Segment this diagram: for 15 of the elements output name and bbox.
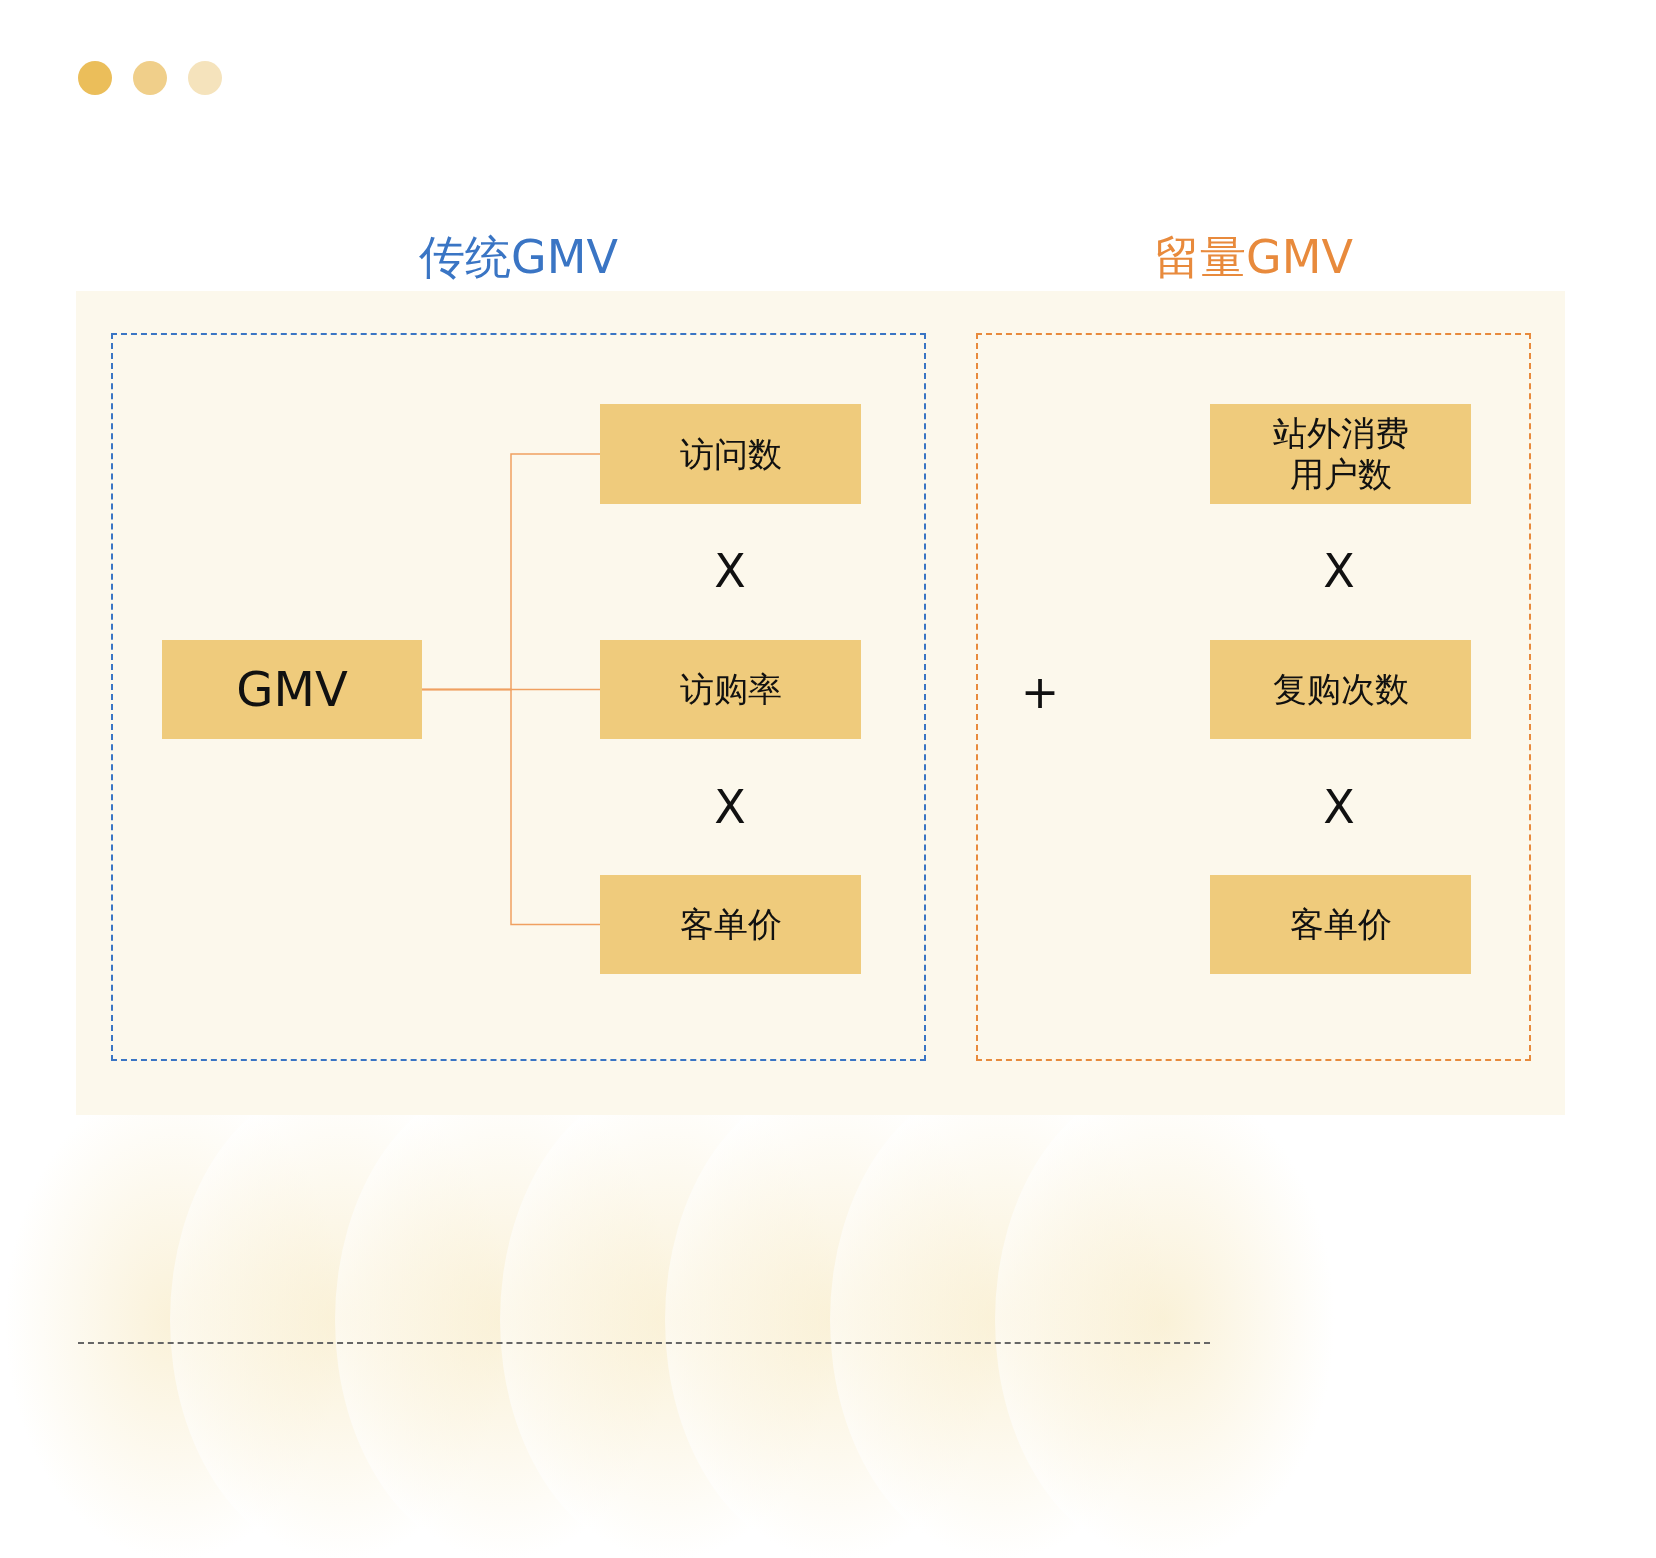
- multiply-sign: X: [713, 546, 747, 596]
- group-heading: 留量GMV: [1154, 229, 1353, 286]
- factor-box: 复购次数: [1210, 640, 1471, 739]
- multiply-sign: X: [713, 782, 747, 832]
- connector-line: [421, 688, 601, 926]
- factor-box: 客单价: [600, 875, 861, 974]
- factor-box: 访问数: [600, 404, 861, 504]
- group-heading: 传统GMV: [419, 229, 618, 286]
- factor-box: 客单价: [1210, 875, 1471, 974]
- factor-box: 访购率: [600, 640, 861, 739]
- multiply-sign: X: [1322, 546, 1356, 596]
- plus-sign: +: [1019, 667, 1061, 717]
- factor-box: GMV: [162, 640, 422, 739]
- multiply-sign: X: [1322, 782, 1356, 832]
- factor-box: 站外消费用户数: [1210, 404, 1471, 504]
